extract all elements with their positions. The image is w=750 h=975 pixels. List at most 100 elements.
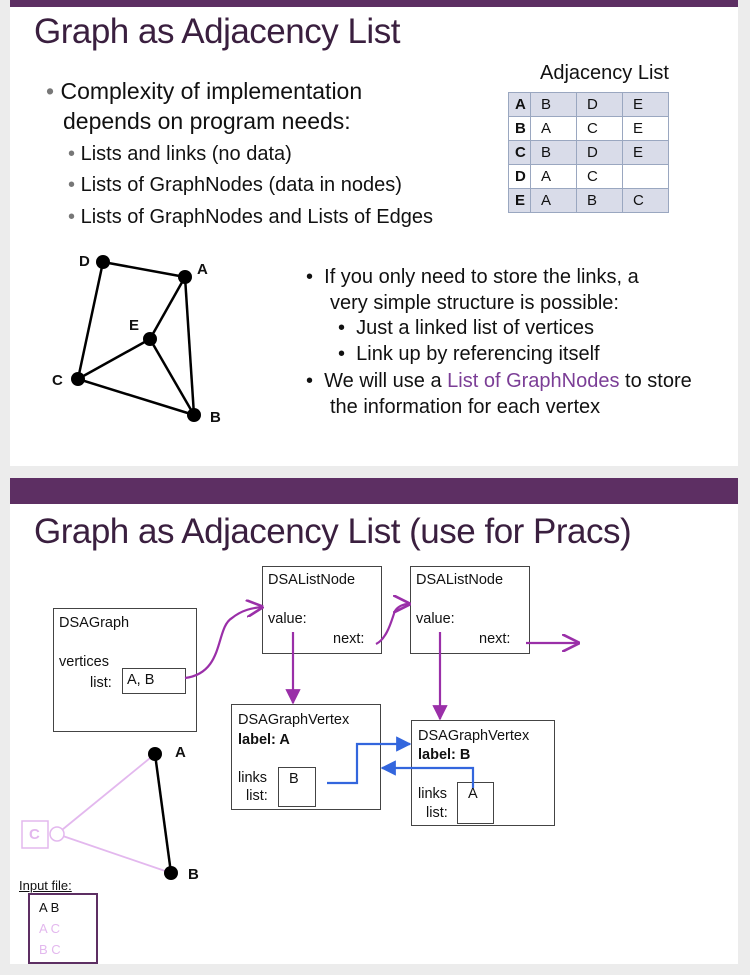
edge-e-b — [148, 338, 196, 416]
slide-1-title: Graph as Adjacency List — [34, 12, 400, 51]
table-cell: E — [508, 188, 531, 213]
main-bullet-line-1: Complexity of implementation — [60, 78, 363, 104]
input-line: B C — [39, 942, 61, 957]
right-bullet-1: • If you only need to store the links, a — [306, 266, 639, 288]
vertices-label: vertices — [59, 654, 109, 670]
right-sub-bullet: • Link up by referencing itself — [338, 343, 600, 365]
table-cell: A — [530, 116, 577, 141]
slide-2-top-bar — [10, 478, 738, 504]
vertex-label-c: C — [29, 826, 40, 843]
right-bullet-2-line-2: the information for each vertex — [330, 396, 601, 418]
table-cell: B — [530, 140, 577, 165]
sub-bullet-label: Lists of GraphNodes (data in nodes) — [80, 174, 402, 196]
slide-2: Graph as Adjacency List (use for Pracs) … — [10, 478, 738, 964]
input-line: A B — [39, 900, 60, 915]
graph-diagram-1 — [71, 255, 201, 422]
vertex-b-links-field: A — [457, 782, 494, 824]
vertex-b-name: DSAGraphVertex — [418, 728, 530, 744]
edge-c-b — [56, 833, 172, 874]
table-cell: E — [622, 140, 669, 165]
edge-a-e — [148, 276, 187, 340]
right-sub-bullet-label: Just a linked list of vertices — [356, 317, 595, 339]
vertex-label-a: A — [175, 744, 186, 761]
vertex-c-label-box — [21, 820, 49, 849]
input-file-box: A B A C B C — [28, 893, 98, 964]
edge-d-c — [76, 261, 105, 380]
table-cell: A — [508, 92, 531, 117]
table-cell: E — [622, 116, 669, 141]
sub-bullet: • Lists and links (no data) — [68, 143, 292, 165]
vertex-b-box: DSAGraphVertex label: B links list: A — [411, 720, 555, 826]
vertex-label-b: B — [188, 866, 199, 883]
listnode-2-name: DSAListNode — [416, 572, 504, 588]
listnode-2-value: value: — [416, 611, 455, 627]
adjacency-table: A B D E B A C E C B D E D A C E A B C — [508, 92, 669, 213]
next-to-listnode-arrow — [375, 604, 409, 645]
table-cell: D — [576, 92, 623, 117]
table-row: C B D E — [508, 140, 669, 165]
vertex-label-d: D — [79, 253, 90, 270]
table-cell: A — [530, 164, 577, 189]
edge-a-b — [153, 753, 173, 874]
vertex-b-list: list: — [426, 805, 448, 821]
sub-bullet: • Lists of GraphNodes (data in nodes) — [68, 174, 402, 196]
input-line: A C — [39, 921, 60, 936]
edge-a-b — [183, 276, 196, 416]
listnode-1-next: next: — [333, 631, 365, 647]
vertices-to-listnode-arrow — [184, 607, 262, 680]
adjacency-table-title: Adjacency List — [540, 62, 669, 84]
vertex-label-b: B — [210, 409, 221, 426]
edge-d-a — [102, 260, 186, 279]
highlight-text: List of GraphNodes — [447, 370, 620, 392]
table-row: D A C — [508, 164, 669, 189]
right-bullet-2: • We will use a List of GraphNodes to st… — [306, 370, 692, 392]
table-cell: C — [576, 116, 623, 141]
table-cell: D — [576, 140, 623, 165]
list-label: list: — [90, 675, 112, 691]
vertex-b — [164, 866, 178, 880]
vertices-list-value: A, B — [127, 672, 155, 688]
input-file-label: Input file: — [19, 878, 72, 893]
table-cell: E — [622, 92, 669, 117]
vertices-list-field: A, B — [122, 668, 186, 694]
edge-a-c — [56, 753, 156, 835]
vertex-c — [49, 826, 65, 842]
table-cell: C — [576, 164, 623, 189]
vertex-b-label: label: B — [418, 747, 471, 763]
vertex-c — [71, 372, 85, 386]
pracs-diagram — [21, 478, 738, 880]
vertex-a-label: label: A — [238, 732, 290, 748]
bullet-dot: • — [46, 78, 55, 104]
table-row: B A C E — [508, 116, 669, 141]
link-a-to-b-arrow — [327, 736, 412, 785]
dsagraph-name: DSAGraph — [59, 615, 130, 631]
right-sub-bullet-label: Link up by referencing itself — [356, 343, 600, 365]
edge-c-b — [77, 377, 195, 417]
table-cell: D — [508, 164, 531, 189]
sub-bullet-label: Lists and links (no data) — [80, 143, 292, 165]
table-row: E A B C — [508, 188, 669, 213]
vertex-a-links-value: B — [289, 771, 299, 787]
vertex-a — [178, 270, 192, 284]
vertex-d — [96, 255, 110, 269]
vertex-b-links: links — [418, 786, 448, 802]
sub-bullet: • Lists of GraphNodes and Lists of Edges — [68, 206, 433, 228]
table-cell: C — [508, 140, 531, 165]
listnode-2-box: DSAListNode value: next: — [410, 566, 530, 654]
slide-1: Graph as Adjacency List • Complexity of … — [10, 0, 738, 466]
table-cell: C — [622, 188, 669, 213]
vertex-b — [187, 408, 201, 422]
link-b-to-a-arrow — [380, 760, 475, 788]
vertex-label-a: A — [197, 261, 208, 278]
sub-bullet-label: Lists of GraphNodes and Lists of Edges — [80, 206, 433, 228]
right-bullet-1-line-1: If you only need to store the links, a — [324, 266, 639, 288]
vertex-label-c: C — [52, 372, 63, 389]
vertex-a-links: links — [238, 770, 268, 786]
right-bullet-1-line-2: very simple structure is possible: — [330, 292, 619, 314]
vertex-a-list: list: — [246, 788, 268, 804]
slide-1-top-bar — [10, 0, 738, 7]
table-row: A B D E — [508, 92, 669, 117]
table-cell: A — [530, 188, 577, 213]
vertex-a-name: DSAGraphVertex — [238, 712, 350, 728]
listnode-1-name: DSAListNode — [268, 572, 356, 588]
